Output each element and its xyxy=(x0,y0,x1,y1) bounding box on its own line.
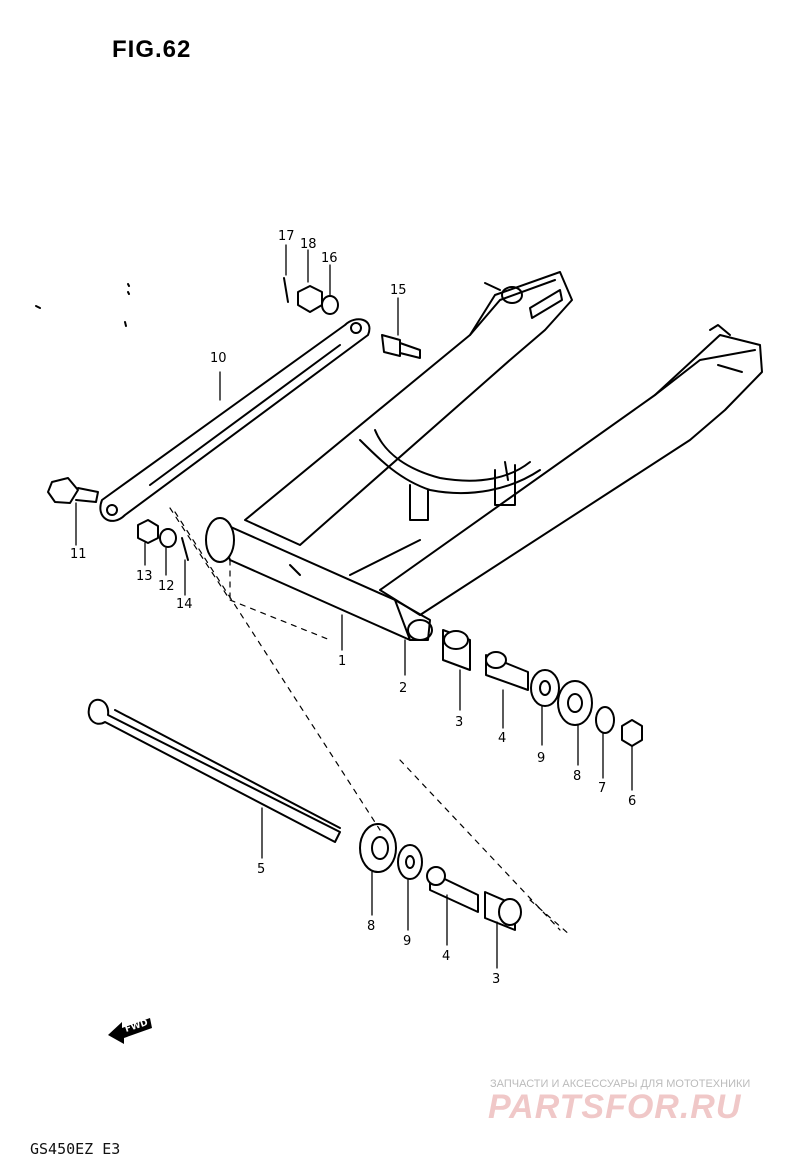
bearing-part-3-right xyxy=(442,629,471,671)
seal-part-8-right xyxy=(557,680,593,726)
washer-part-16 xyxy=(321,295,339,315)
watermark-brand-logo: PARTSFOR.RU xyxy=(488,1088,742,1126)
callout-12: 12 xyxy=(158,579,175,594)
callout-4-lower: 4 xyxy=(442,949,450,964)
callout-1: 1 xyxy=(338,654,346,669)
callout-4: 4 xyxy=(498,731,506,746)
torque-link-part xyxy=(99,318,371,522)
model-code: GS450EZ E3 xyxy=(30,1140,121,1158)
nut-part-6 xyxy=(621,719,643,747)
callout-8: 8 xyxy=(573,769,581,784)
nut-part-18 xyxy=(297,285,323,313)
washer-part-9-left xyxy=(397,844,423,880)
seal-part-8-left xyxy=(359,823,397,873)
watermark-tagline: ЗАПЧАСТИ И АКСЕССУАРЫ ДЛЯ МОТОТЕХНИКИ xyxy=(490,1078,751,1090)
callout-labels: 1 2 3 4 9 8 7 6 5 8 9 4 3 10 11 12 13 14… xyxy=(70,229,636,987)
callout-5: 5 xyxy=(257,862,265,877)
cotter-pin-part-14 xyxy=(181,537,189,561)
washer-part-9-right xyxy=(530,669,560,707)
callout-13: 13 xyxy=(136,569,153,584)
callout-3: 3 xyxy=(455,715,463,730)
washer-part-12 xyxy=(159,528,177,548)
callout-7: 7 xyxy=(598,781,606,796)
callout-3-lower: 3 xyxy=(492,972,500,987)
callout-6: 6 xyxy=(628,794,636,809)
fwd-arrow-icon: FWD xyxy=(108,1018,152,1044)
bolt-part-15 xyxy=(381,334,421,359)
swingarm-part xyxy=(205,271,763,641)
spacer-part-4-left xyxy=(426,866,479,913)
figure-title: FIG.62 xyxy=(112,36,192,63)
cotter-pin-part-17 xyxy=(283,277,289,303)
callout-14: 14 xyxy=(176,597,193,612)
callout-11: 11 xyxy=(70,547,87,562)
callout-2: 2 xyxy=(399,681,407,696)
bolt-part-11 xyxy=(47,477,99,504)
bearing-part-3-left xyxy=(484,891,522,931)
washer-part-7 xyxy=(595,706,615,734)
nut-part-13 xyxy=(137,519,159,544)
callout-9-lower: 9 xyxy=(403,934,411,949)
callout-17: 17 xyxy=(278,229,295,244)
leader-lines xyxy=(75,244,633,969)
alignment-lines xyxy=(169,507,571,936)
spacer-part-4-right xyxy=(485,651,529,691)
callout-15: 15 xyxy=(390,283,407,298)
pivot-shaft-part xyxy=(87,698,341,843)
callout-8-lower: 8 xyxy=(367,919,375,934)
callout-18: 18 xyxy=(300,237,317,252)
callout-10: 10 xyxy=(210,351,227,366)
callout-16: 16 xyxy=(321,251,338,266)
callout-9: 9 xyxy=(537,751,545,766)
